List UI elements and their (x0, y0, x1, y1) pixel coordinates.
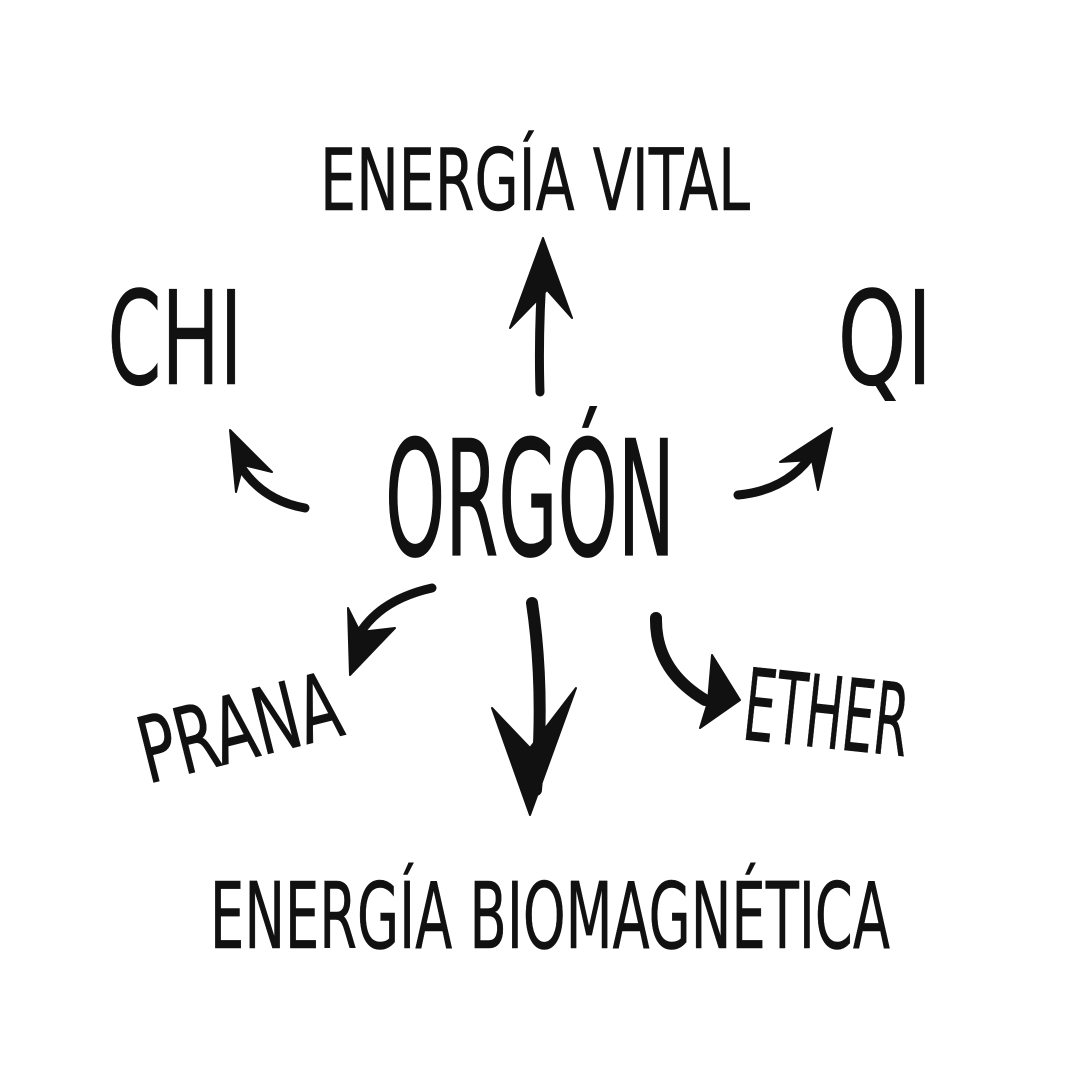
arrow-to-energia-vital (509, 237, 573, 397)
label-chi: Chi (108, 263, 243, 415)
arrow-to-prana (347, 583, 437, 676)
label-ether: Ether (738, 647, 914, 781)
arrow-to-ether (649, 612, 741, 729)
label-energia-vital: Energía Vital (320, 130, 750, 231)
label-prana: Prana (127, 652, 352, 805)
label-qi: Qi (838, 263, 933, 415)
arrow-to-qi (733, 427, 833, 500)
label-orgon: Orgón (385, 405, 675, 593)
arrow-to-energia-biomagnetica (491, 597, 577, 816)
label-energia-biomagnetica: Energía Biomagnética (210, 862, 890, 970)
arrow-to-chi (229, 429, 310, 513)
